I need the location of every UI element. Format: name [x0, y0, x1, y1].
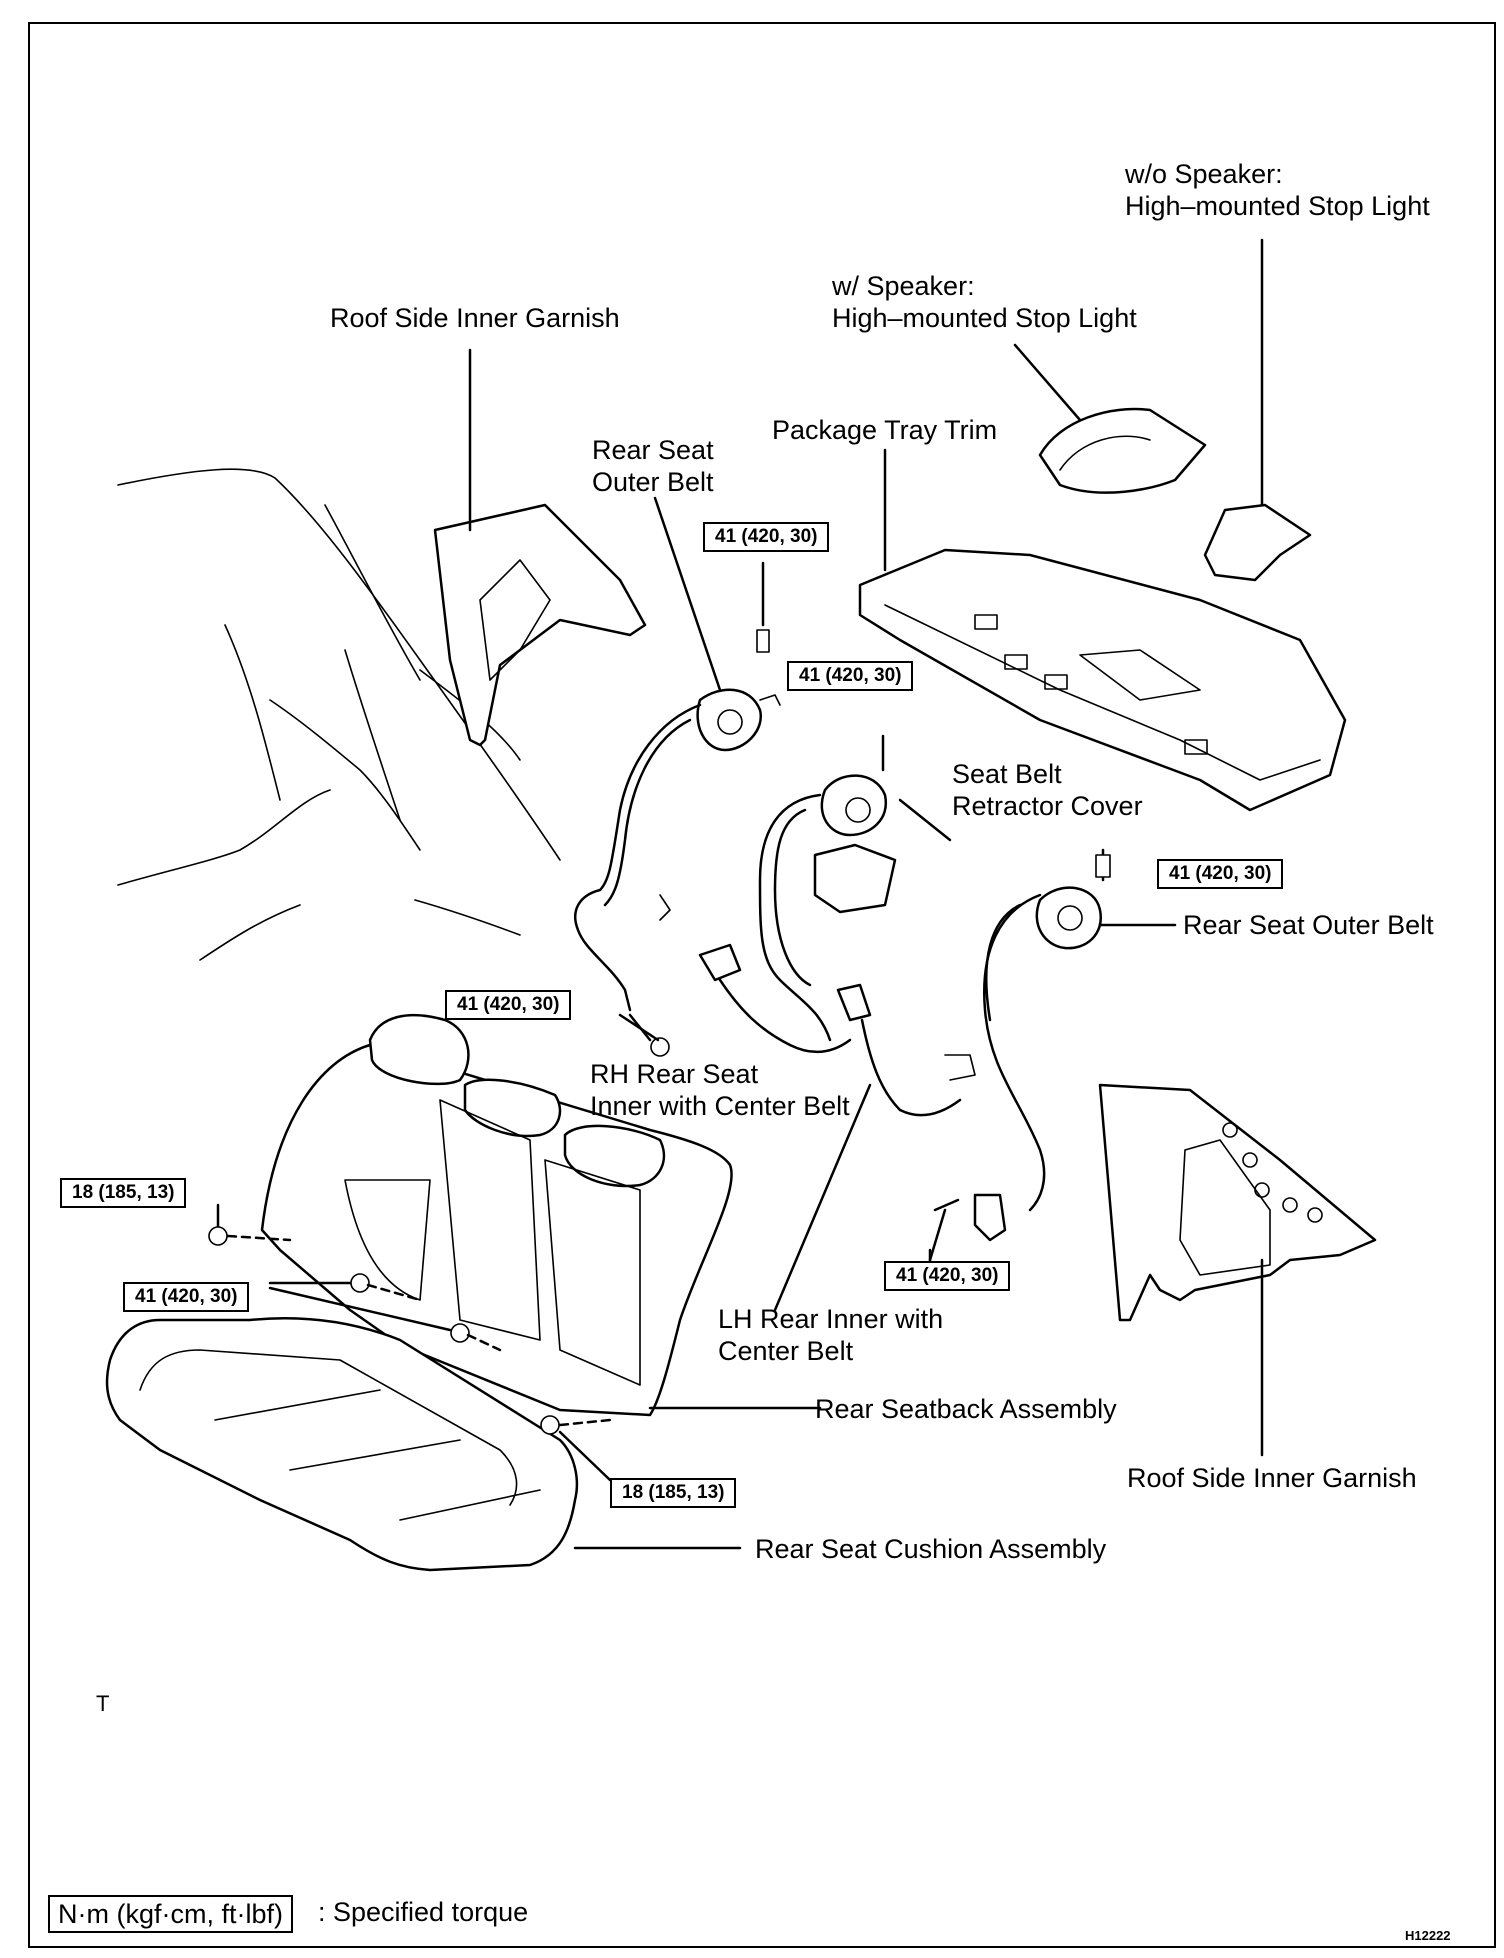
left-outer-belt [574, 496, 781, 1042]
torque-legend-text: : Specified torque [318, 1897, 529, 1927]
rh-inner-belt-label-1: RH Rear Seat [590, 1059, 759, 1089]
stop-light-w-speaker [1013, 343, 1207, 494]
roof-garnish-lower [1098, 1083, 1377, 1457]
roof-garnish-upper-label: Roof Side Inner Garnish [330, 303, 620, 333]
diagram-frame [28, 22, 1496, 1948]
cushion-label: Rear Seat Cushion Assembly [755, 1534, 1107, 1564]
lh-inner-belt-label-2: Center Belt [718, 1336, 854, 1366]
package-tray-label: Package Tray Trim [772, 415, 998, 445]
rh-inner-center-belt [698, 734, 976, 1117]
right-outer-belt [928, 848, 1177, 1262]
lh-inner-belt-label-1: LH Rear Inner with [718, 1304, 944, 1334]
torque-box: 41 (420, 30) [703, 522, 830, 552]
bolts [208, 1013, 670, 1482]
wo-speaker-label-1: w/o Speaker: [1125, 159, 1283, 189]
torque-box: 41 (420, 30) [123, 1282, 250, 1312]
torque-unit-legend: N·m (kgf·cm, ft·lbf) [48, 1895, 293, 1933]
torque-box: 18 (185, 13) [60, 1178, 187, 1208]
torque-box: 41 (420, 30) [787, 661, 914, 691]
roof-garnish-upper [433, 348, 647, 747]
stop-light-wo-speaker [1203, 238, 1312, 582]
w-speaker-label-2: High–mounted Stop Light [832, 303, 1137, 333]
rear-seat-cushion [105, 1316, 742, 1572]
lh-belt-leader [773, 1083, 872, 1312]
torque-box: 41 (420, 30) [1157, 859, 1284, 889]
rear-seatback [260, 1013, 822, 1417]
torque-box: 41 (420, 30) [445, 990, 572, 1020]
w-speaker-label-1: w/ Speaker: [832, 271, 975, 301]
t-mark: T [96, 1691, 110, 1716]
rear-outer-belt-label-2: Outer Belt [592, 467, 714, 497]
retractor-cover [813, 798, 952, 914]
retractor-cover-label-1: Seat Belt [952, 759, 1062, 789]
rear-outer-belt-right-label: Rear Seat Outer Belt [1183, 910, 1434, 940]
retractor-cover-label-2: Retractor Cover [952, 791, 1143, 821]
figure-code: H12222 [1405, 1928, 1451, 1943]
package-tray [858, 448, 1347, 812]
roof-garnish-lower-label: Roof Side Inner Garnish [1127, 1463, 1417, 1493]
wo-speaker-label-2: High–mounted Stop Light [1125, 191, 1430, 221]
torque-box: 41 (420, 30) [884, 1261, 1011, 1291]
rh-inner-belt-label-2: Inner with Center Belt [590, 1091, 850, 1121]
rear-outer-belt-label-1: Rear Seat [592, 435, 714, 465]
seatback-label: Rear Seatback Assembly [815, 1394, 1117, 1424]
torque-box: 18 (185, 13) [610, 1478, 737, 1508]
